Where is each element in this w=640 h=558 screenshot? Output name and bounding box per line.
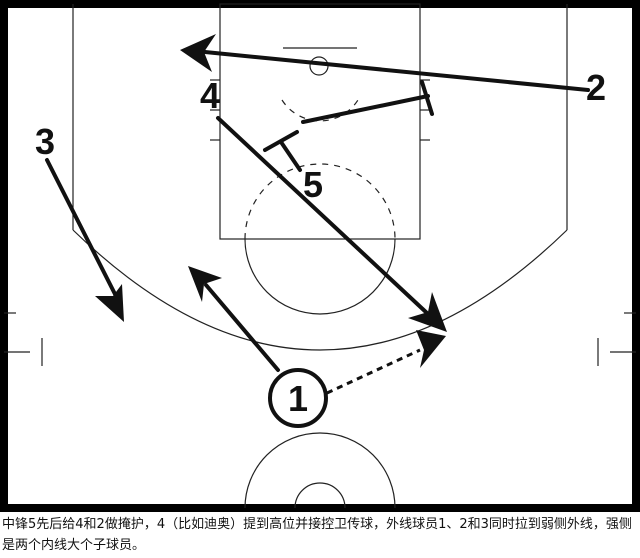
player-3-label: 3 — [35, 121, 55, 162]
center-circle-inner — [294, 482, 346, 509]
screen-5-for-2-line — [301, 94, 430, 124]
player-2-label: 2 — [586, 67, 606, 108]
court-svg: 1 2 3 4 5 — [0, 0, 640, 512]
player-4-cut-arrow — [216, 116, 430, 316]
player-2-arrow-head — [180, 34, 216, 72]
player-1-arrow-head — [188, 266, 222, 302]
diagram-caption: 中锋5先后给4和2做掩护，4（比如迪奥）提到高位并接控卫传球，外线球员1、2和3… — [2, 517, 632, 553]
free-throw-circle-lower — [244, 238, 396, 315]
basketball-court-diagram: 1 2 3 4 5 — [0, 0, 640, 512]
player-4-label: 4 — [200, 75, 220, 116]
player-2-cut-arrow — [203, 50, 590, 92]
screen-5-for-4-bar — [263, 130, 299, 152]
player-3-arrow-head — [95, 284, 124, 322]
screen-5-for-4-line — [279, 140, 302, 172]
player-1-label: 1 — [288, 378, 308, 419]
pass-arrow-head — [416, 330, 446, 368]
screen-5-for-2-bar — [420, 80, 434, 116]
center-circle-outer — [244, 432, 396, 509]
rim — [309, 56, 329, 76]
player-4-arrow-head — [408, 292, 447, 332]
pass-line — [326, 348, 421, 395]
three-point-arc — [72, 229, 568, 351]
player-5-label: 5 — [303, 164, 323, 205]
player-3-cut-arrow — [45, 158, 120, 302]
player-1-cut-arrow — [204, 283, 280, 372]
player-1-circle — [268, 368, 328, 428]
